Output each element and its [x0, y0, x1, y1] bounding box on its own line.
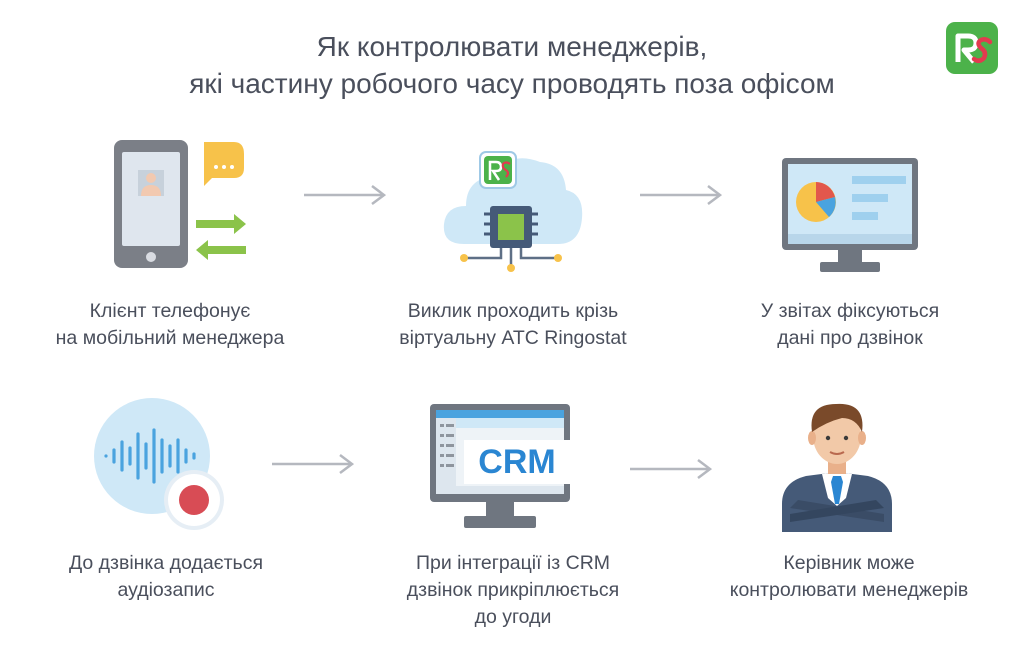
crm-label: CRM	[464, 440, 570, 484]
step-6-label: Керівник може контролювати менеджерів	[729, 552, 969, 601]
monitor-report-icon	[782, 158, 918, 272]
title-line-1: Як контролювати менеджерів,	[316, 31, 708, 62]
step-2-label: Виклик проходить крізь віртуальну АТС Ri…	[399, 300, 627, 349]
step-3-label: У звітах фіксуються дані про дзвінок	[760, 300, 940, 349]
arrow-right-icon	[640, 185, 722, 205]
smartphone-call-icon	[114, 140, 246, 268]
arrow-right-icon	[272, 454, 354, 474]
arrow-right-icon	[304, 185, 386, 205]
step-5-label: При інтеграції із CRM дзвінок прикріплює…	[406, 552, 620, 628]
step-1-label: Клієнт телефонує на мобільний менеджера	[55, 300, 285, 349]
manager-icon	[782, 403, 892, 532]
step-4-label: До дзвінка додається аудіозапис	[68, 552, 264, 601]
page-title: Як контролювати менеджерів, які частину …	[0, 28, 1024, 102]
audio-record-icon	[94, 398, 224, 530]
cloud-pbx-icon	[443, 151, 583, 272]
arrow-right-icon	[630, 459, 712, 479]
ringostat-logo-icon	[946, 22, 998, 74]
title-line-2: які частину робочого часу проводять поза…	[189, 68, 835, 99]
